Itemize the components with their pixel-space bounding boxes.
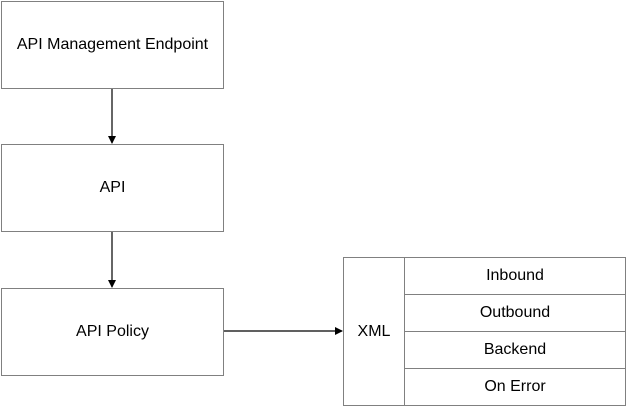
api-policy-box: API Policy bbox=[1, 288, 224, 376]
xml-section-label: On Error bbox=[484, 378, 546, 395]
xml-section-outbound: Outbound bbox=[405, 295, 625, 332]
api-management-endpoint-box: API Management Endpoint bbox=[1, 1, 224, 89]
xml-document-box: XML Inbound Outbound Backend On Error bbox=[343, 257, 626, 406]
api-policy-label: API Policy bbox=[76, 323, 149, 340]
xml-section-inbound: Inbound bbox=[405, 258, 625, 295]
api-box: API bbox=[1, 144, 224, 232]
api-label: API bbox=[99, 179, 126, 196]
xml-label-cell: XML bbox=[344, 258, 405, 405]
xml-section-on-error: On Error bbox=[405, 369, 625, 405]
xml-section-list: Inbound Outbound Backend On Error bbox=[405, 258, 625, 405]
xml-section-label: Inbound bbox=[486, 267, 544, 284]
xml-section-label: Outbound bbox=[479, 304, 551, 321]
xml-section-backend: Backend bbox=[405, 332, 625, 369]
xml-label: XML bbox=[357, 322, 391, 340]
api-management-endpoint-label: API Management Endpoint bbox=[16, 36, 209, 53]
xml-section-label: Backend bbox=[483, 341, 547, 358]
